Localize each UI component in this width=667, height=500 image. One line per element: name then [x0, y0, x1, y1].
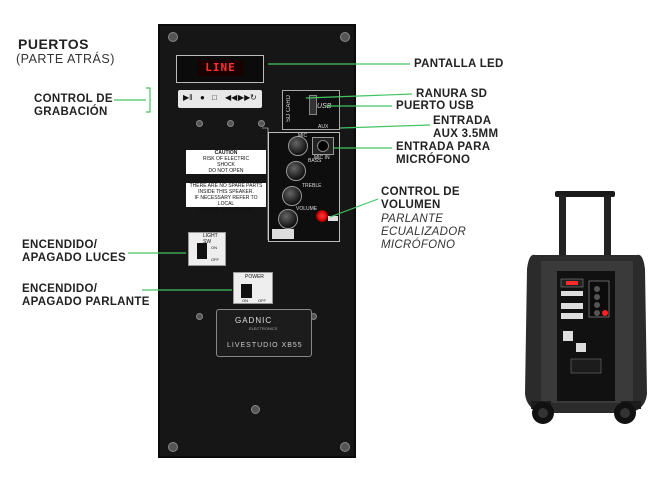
mode-icon[interactable]: □	[212, 93, 217, 102]
leader-entrada-aux	[339, 124, 431, 129]
leader-ranura-sd	[305, 93, 413, 99]
screw	[168, 442, 178, 452]
knob-label-volume: VOLUME	[296, 206, 318, 212]
treble-knob[interactable]	[282, 186, 302, 206]
label-encendido-luces: ENCENDIDO/ APAGADO LUCES	[22, 239, 126, 264]
power-rocker[interactable]	[241, 284, 252, 298]
led-tag	[328, 216, 338, 221]
screw	[168, 32, 178, 42]
label-ranura-sd: RANURA SD	[416, 88, 488, 100]
mic-knob[interactable]	[288, 136, 308, 156]
knob-label-bass: BASS	[308, 158, 322, 164]
caution-sticker: CAUTION RISK OF ELECTRIC SHOCK DO NOT OP…	[186, 150, 266, 174]
volumen-item-parlante: PARLANTE	[381, 213, 444, 225]
next-icon[interactable]: ▶▶	[238, 93, 251, 102]
brand-plate: GADNIC ELECTRONICS LIVESTUDIO XB55	[216, 309, 312, 357]
light-rocker[interactable]	[197, 243, 207, 259]
brand-logo: GADNIC	[235, 316, 273, 325]
model-name: LIVESTUDIO XB55	[227, 342, 303, 349]
volumen-item-ecualizador: ECUALIZADOR	[381, 226, 467, 238]
page-subtitle: (PARTE ATRÁS)	[16, 52, 115, 66]
record-icon[interactable]: ●	[200, 93, 205, 102]
repeat-icon[interactable]: ↻	[250, 93, 257, 102]
mic-in-jack[interactable]	[312, 137, 334, 155]
power-indicator-led	[316, 210, 328, 222]
volumen-list: PARLANTE ECUALIZADOR MICRÓFONO	[381, 213, 466, 252]
leader-control-volumen	[329, 198, 379, 218]
bass-knob[interactable]	[286, 161, 306, 181]
led-display-text: LINE	[198, 60, 243, 76]
label-pantalla-led: PANTALLA LED	[414, 58, 504, 70]
volumen-item-microfono: MICRÓFONO	[381, 239, 456, 251]
label-control-grabacion: CONTROL DE GRABACIÓN	[34, 93, 113, 118]
screw	[340, 32, 350, 42]
bracket-control-grabacion	[146, 87, 151, 113]
module-outline	[262, 127, 269, 240]
usb-port[interactable]	[309, 95, 317, 115]
page-title: PUERTOS	[18, 36, 89, 52]
aux-label: AUX	[318, 124, 329, 130]
light-switch[interactable]: LIGHT SW ON OFF	[188, 232, 226, 266]
play-pause-icon[interactable]: ▶‖	[183, 93, 193, 102]
power-switch[interactable]: POWER ON OFF	[233, 272, 273, 304]
knob-label-treble: TREBLE	[302, 183, 322, 189]
label-entrada-aux: ENTRADA AUX 3.5MM	[433, 115, 499, 140]
label-puerto-usb: PUERTO USB	[396, 100, 475, 112]
label-control-volumen: CONTROL DE VOLUMEN	[381, 186, 460, 211]
service-sticker: THERE ARE NO SPARE PARTS INSIDE THIS SPE…	[186, 183, 266, 213]
usb-label: USB	[317, 103, 332, 110]
screw	[196, 120, 203, 127]
label-entrada-microfono: ENTRADA PARA MICRÓFONO	[396, 141, 491, 166]
screw	[251, 405, 260, 414]
input-tag	[272, 229, 294, 239]
screw	[196, 313, 203, 320]
screw	[340, 442, 350, 452]
screw	[227, 120, 234, 127]
recording-controls[interactable]: ▶‖ ● □ ◀◀ ▶▶ ↻	[178, 90, 262, 108]
previous-icon[interactable]: ◀◀	[225, 93, 238, 102]
label-encendido-parlante: ENCENDIDO/ APAGADO PARLANTE	[22, 283, 150, 308]
speaker-product-image	[525, 191, 647, 424]
brand-subtitle: ELECTRONICS	[249, 326, 278, 331]
power-label: POWER	[245, 274, 264, 280]
screw	[258, 120, 265, 127]
light-sw-label: LIGHT SW	[203, 233, 218, 245]
knob-label-mic: MIC	[298, 133, 308, 139]
mic-in-label: MIC IN	[314, 155, 330, 161]
volume-knob[interactable]	[278, 209, 298, 229]
